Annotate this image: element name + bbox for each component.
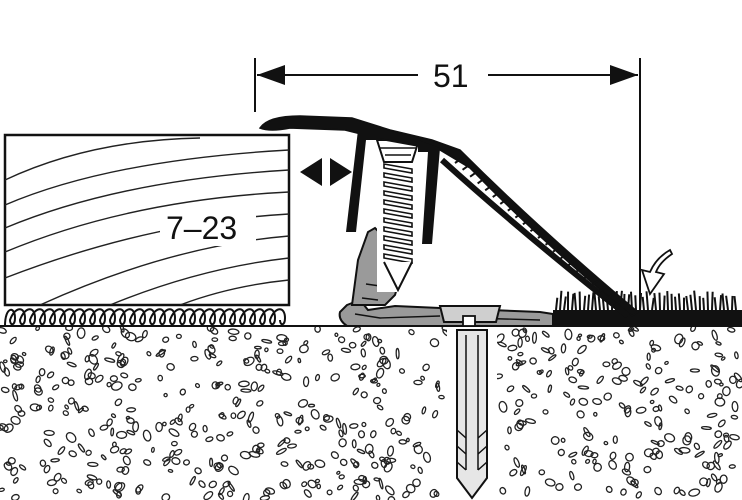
height-range-label: 7–23 [166,210,237,246]
ramp-profile [258,115,640,319]
underlay-wave [4,308,287,327]
width-dimension-label: 51 [433,58,469,94]
fixing-screw [375,139,421,293]
wood-floor-board [3,133,291,307]
wall-plug-anchor [447,326,497,500]
curved-arrow-down-icon [640,248,674,296]
double-arrow-horizontal-icon [300,158,352,186]
carpet-pile [553,290,742,326]
width-dimension [254,58,641,312]
base-rail [338,298,554,327]
concrete-subfloor [0,325,742,500]
